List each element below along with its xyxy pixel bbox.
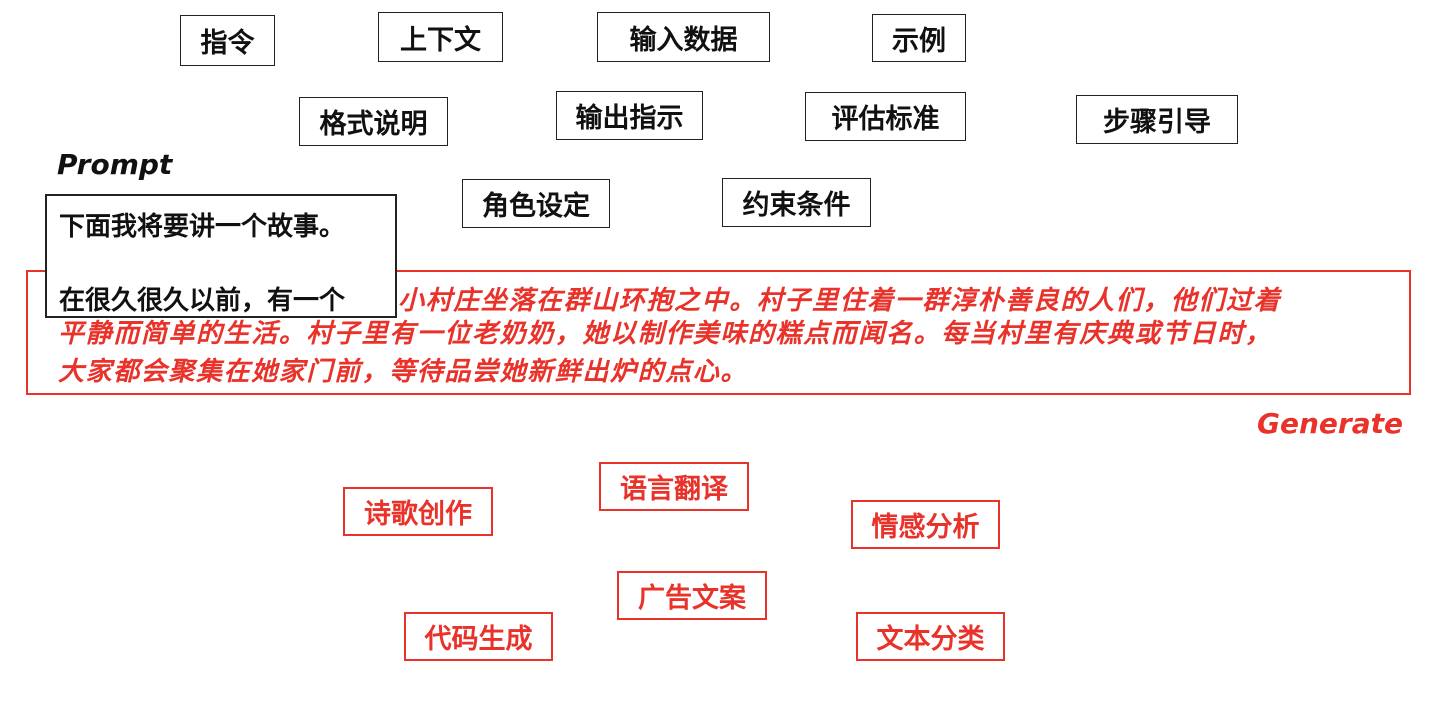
generate-label: Generate <box>1257 407 1403 440</box>
component-output-indicator: 输出指示 <box>556 91 703 140</box>
component-instruction: 指令 <box>180 15 275 66</box>
task-poetry: 诗歌创作 <box>343 487 493 536</box>
prompt-line-1: 下面我将要讲一个故事。 <box>59 212 346 242</box>
generated-line-3: 大家都会聚集在她家门前，等待品尝她新鲜出炉的点心。 <box>58 357 749 387</box>
prompt-box: 下面我将要讲一个故事。 在很久很久以前，有一个 <box>45 194 397 318</box>
component-evaluation: 评估标准 <box>805 92 966 141</box>
component-steps: 步骤引导 <box>1076 95 1238 144</box>
task-sentiment: 情感分析 <box>851 500 1000 549</box>
task-text-classification: 文本分类 <box>856 612 1005 661</box>
generated-text-box <box>26 270 1411 395</box>
component-role: 角色设定 <box>462 179 610 228</box>
component-format: 格式说明 <box>299 97 448 146</box>
component-input-data: 输入数据 <box>597 12 770 62</box>
task-code-gen: 代码生成 <box>404 612 553 661</box>
prompt-label: Prompt <box>57 148 173 181</box>
component-constraints: 约束条件 <box>722 178 871 227</box>
prompt-line-2: 在很久很久以前，有一个 <box>59 286 346 316</box>
component-context: 上下文 <box>378 12 503 62</box>
generated-line-1: 小村庄坐落在群山环抱之中。村子里住着一群淳朴善良的人们，他们过着 <box>398 286 1282 316</box>
task-translation: 语言翻译 <box>599 462 749 511</box>
component-examples: 示例 <box>872 14 966 62</box>
task-ad-copy: 广告文案 <box>617 571 767 620</box>
generated-line-2: 平静而简单的生活。村子里有一位老奶奶，她以制作美味的糕点而闻名。每当村里有庆典或… <box>58 319 1273 349</box>
